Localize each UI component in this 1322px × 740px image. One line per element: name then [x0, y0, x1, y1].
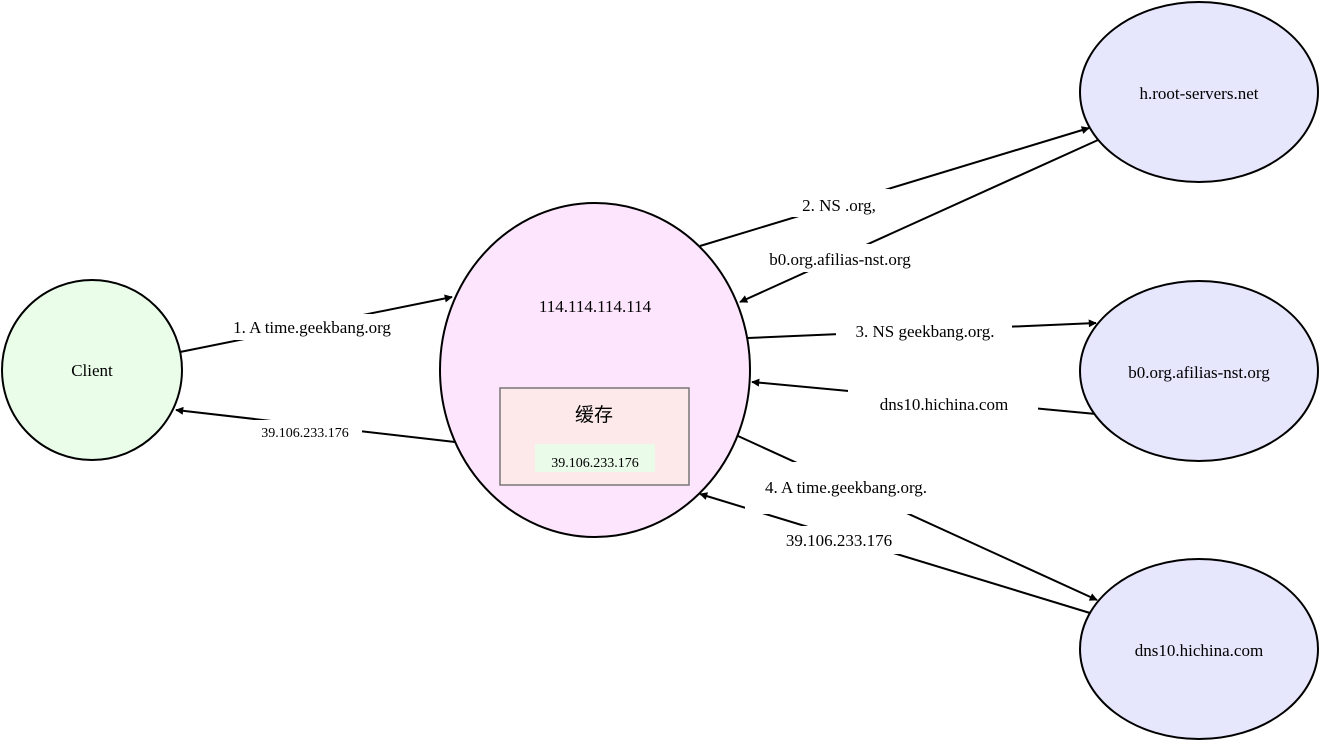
edge-label-answer-1: 39.106.233.176 [261, 426, 349, 441]
geekbang-ns-node-shape [1079, 558, 1319, 740]
org-ns-node-shape [1079, 280, 1319, 462]
edge-label-query-2: 2. NS .org, [802, 196, 876, 215]
client-node-shape [1, 279, 183, 461]
edge-label-query-3: 3. NS geekbang.org. [856, 322, 995, 341]
edge-label-query-4: 4. A time.geekbang.org. [765, 478, 927, 497]
resolver-node-shape [439, 202, 751, 538]
cache-title: 缓存 [575, 404, 613, 426]
org-ns-node-label: b0.org.afilias-nst.org [1128, 363, 1270, 382]
edge-resolver-to-root [699, 126, 1090, 247]
edge-root-to-resolver [739, 139, 1099, 303]
client-node-label: Client [71, 361, 113, 380]
edge-label-query-1: 1. A time.geekbang.org [233, 318, 391, 337]
client-node: Client [1, 279, 183, 461]
cache-entry-bg [535, 444, 655, 472]
root-server-node: h.root-servers.net [1079, 1, 1319, 183]
cache-box: 缓存 39.106.233.176 [499, 387, 690, 486]
resolver-node-label: 114.114.114.114 [539, 297, 652, 316]
resolver-node: 114.114.114.114 缓存 39.106.233.176 [439, 202, 751, 538]
geekbang-ns-node-label: dns10.hichina.com [1135, 641, 1263, 660]
edge-resolver-to-geekbang-ns [737, 435, 1098, 601]
root-server-node-shape [1079, 1, 1319, 183]
org-ns-node: b0.org.afilias-nst.org [1079, 280, 1319, 462]
edge-label-answer-3: dns10.hichina.com [880, 395, 1008, 414]
cache-entry-value: 39.106.233.176 [551, 456, 639, 471]
root-server-node-label: h.root-servers.net [1140, 84, 1259, 103]
edge-label-answer-4: 39.106.233.176 [786, 531, 892, 550]
edge-label-answer-2: b0.org.afilias-nst.org [769, 250, 911, 269]
geekbang-ns-node: dns10.hichina.com [1079, 558, 1319, 740]
